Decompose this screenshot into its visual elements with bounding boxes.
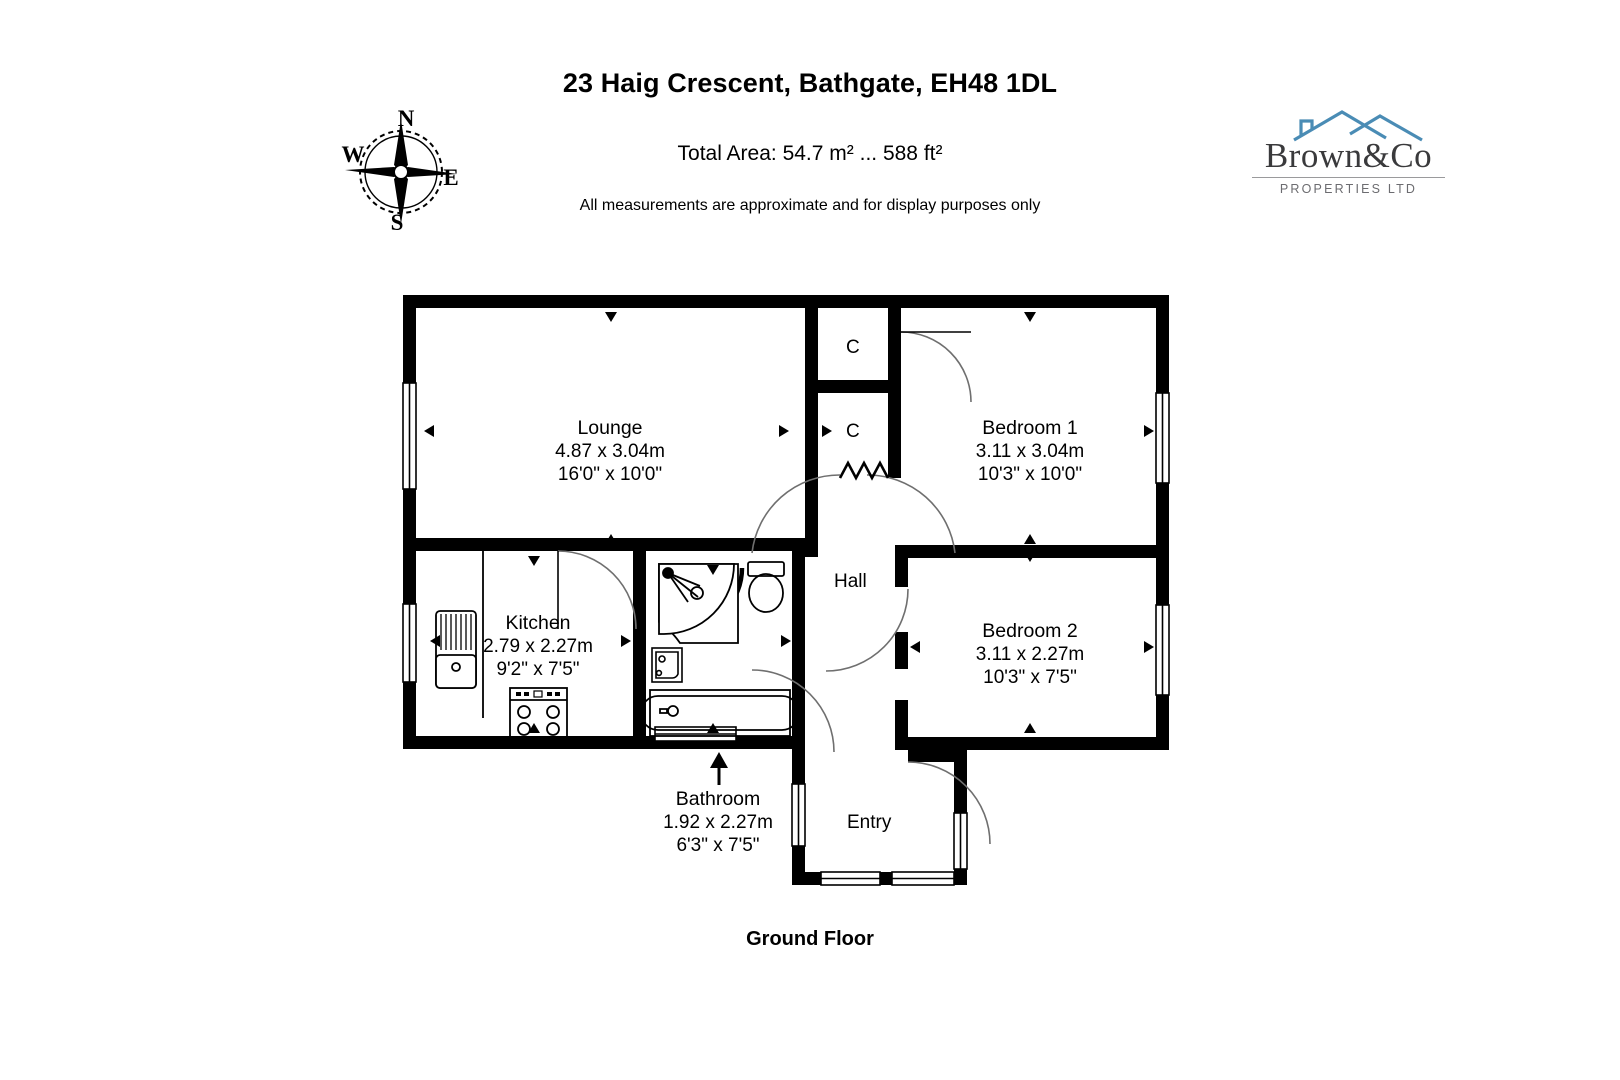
room-metric: 2.79 x 2.27m <box>483 636 593 657</box>
cupboard-label-upper: C <box>846 337 860 358</box>
disclaimer-text: All measurements are approximate and for… <box>579 197 1041 214</box>
room-imperial: 6'3" x 7'5" <box>676 835 760 856</box>
bifold-door-icon <box>838 460 890 481</box>
compass-north-label: N <box>398 106 415 131</box>
windows <box>402 382 1170 886</box>
room-metric: 1.92 x 2.27m <box>663 812 773 833</box>
roof-icon <box>1293 110 1423 142</box>
compass-rose-icon: N S E W <box>336 100 466 240</box>
room-label-hall: Hall <box>834 571 867 592</box>
logo-divider <box>1252 177 1445 178</box>
brand-logo: Brown&Co PROPERTIES LTD <box>1246 108 1451 196</box>
cooker-hob-icon <box>509 687 568 739</box>
door-arcs <box>557 331 991 845</box>
room-name: Kitchen <box>505 612 571 634</box>
compass-east-label: E <box>443 165 458 190</box>
room-metric: 4.87 x 3.04m <box>555 441 665 462</box>
room-label-bedroom-1: Bedroom 1 3.11 x 3.04m 10'3" x 10'0" <box>930 417 1130 486</box>
room-imperial: 16'0" x 10'0" <box>557 464 663 485</box>
total-area-text: Total Area: 54.7 m² ... 588 ft² <box>677 142 943 165</box>
room-label-kitchen: Kitchen 2.79 x 2.27m 9'2" x 7'5" <box>438 612 638 681</box>
room-imperial: 10'3" x 7'5" <box>983 667 1077 688</box>
kitchen-sink-icon <box>435 610 477 689</box>
shower-icon <box>658 563 739 644</box>
room-label-bathroom: Bathroom 1.92 x 2.27m 6'3" x 7'5" <box>618 788 818 857</box>
kitchen-worktop <box>482 551 484 718</box>
room-imperial: 10'3" x 10'0" <box>977 464 1083 485</box>
room-name: Bathroom <box>675 788 761 810</box>
wash-basin-icon <box>651 647 683 683</box>
logo-subtitle: PROPERTIES LTD <box>1279 182 1418 196</box>
room-label-bedroom-2: Bedroom 2 3.11 x 2.27m 10'3" x 7'5" <box>930 620 1130 689</box>
cupboard-label-lower: C <box>846 421 860 442</box>
compass-west-label: W <box>342 142 365 167</box>
toilet-icon <box>747 561 785 613</box>
bath-icon <box>640 689 800 737</box>
room-imperial: 9'2" x 7'5" <box>496 659 580 680</box>
page-title: 23 Haig Crescent, Bathgate, EH48 1DL <box>562 68 1058 98</box>
dimension-arrows <box>424 312 1154 733</box>
room-name: Bedroom 2 <box>982 620 1078 642</box>
logo-wordmark: Brown&Co <box>1264 136 1433 175</box>
room-metric: 3.11 x 3.04m <box>975 441 1085 462</box>
room-name: Bedroom 1 <box>982 417 1078 439</box>
floor-level-label: Ground Floor <box>746 928 874 950</box>
room-name: Lounge <box>577 417 643 439</box>
compass-south-label: S <box>391 210 404 235</box>
room-label-entry: Entry <box>847 812 892 833</box>
room-label-lounge: Lounge 4.87 x 3.04m 16'0" x 10'0" <box>510 417 710 486</box>
bathroom-leader-arrow <box>710 752 728 785</box>
room-metric: 3.11 x 2.27m <box>975 644 1085 665</box>
